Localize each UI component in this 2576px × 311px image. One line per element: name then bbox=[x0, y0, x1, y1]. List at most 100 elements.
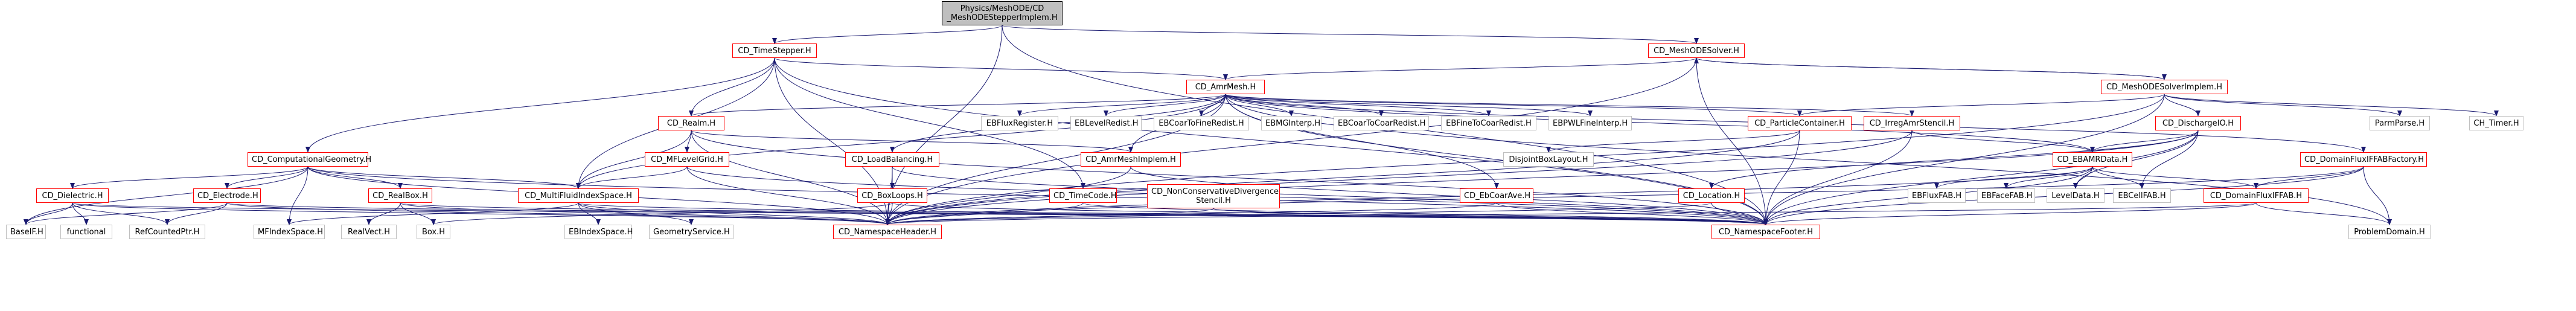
edge-mflevelgrid-to-multifluidindexspace bbox=[576, 166, 688, 189]
node-dischargeio[interactable]: CD_DischargeIO.H bbox=[2155, 116, 2241, 130]
node-ebfinetocoarredist[interactable]: EBFineToCoarRedist.H bbox=[1441, 116, 1536, 130]
node-ebcellfab[interactable]: EBCellFAB.H bbox=[2113, 188, 2171, 203]
edge-realm-to-amrmeshimplem bbox=[691, 130, 1133, 153]
node-timestepper[interactable]: CD_TimeStepper.H bbox=[732, 43, 817, 58]
node-box[interactable]: Box.H bbox=[417, 225, 450, 239]
edge-amrmesh-to-ebmginterp bbox=[1225, 94, 1294, 117]
edge-root-to-timestepper bbox=[772, 25, 1003, 44]
node-boxloops[interactable]: CD_BoxLoops.H bbox=[857, 188, 927, 203]
node-label: LevelData.H bbox=[2051, 191, 2100, 200]
node-particlecontainer[interactable]: CD_ParticleContainer.H bbox=[1748, 116, 1852, 130]
edge-ebcoarave-to-namespaceheader bbox=[885, 202, 1497, 225]
node-label: CD_MeshODESolverImplem.H bbox=[2106, 83, 2223, 92]
node-realbox[interactable]: CD_RealBox.H bbox=[368, 188, 432, 203]
node-label: EBFineToCoarRedist.H bbox=[1446, 119, 1532, 128]
edge-ebamrdata-to-ebfacefab bbox=[2004, 166, 2093, 189]
edge-dischargeio-to-namespacefooter bbox=[1763, 130, 2199, 225]
edge-timestepper-to-computationalgeometry bbox=[305, 57, 775, 153]
node-eblevelredist[interactable]: EBLevelRedist.H bbox=[1070, 116, 1142, 130]
node-mflevelgrid[interactable]: CD_MFLevelGrid.H bbox=[645, 152, 729, 167]
edge-ebamrdata-to-domainfluxiffab bbox=[2092, 166, 2258, 189]
node-leveldata[interactable]: LevelData.H bbox=[2047, 188, 2105, 203]
node-amrmesh[interactable]: CD_AmrMesh.H bbox=[1186, 80, 1265, 94]
edge-multifluidindexspace-to-geometryservice bbox=[578, 202, 694, 225]
node-ebcoartofineredist[interactable]: EBCoarToFineRedist.H bbox=[1154, 116, 1249, 130]
node-label: EBFluxRegister.H bbox=[986, 119, 1053, 128]
edge-meshodesolverimplem-to-parmparse bbox=[2164, 94, 2402, 117]
edge-meshodesolver-to-namespaceheader bbox=[885, 57, 1697, 225]
edge-amrmeshimplem-to-namespacefooter bbox=[1130, 166, 1768, 225]
node-ebamrdata[interactable]: CD_EBAMRData.H bbox=[2053, 152, 2132, 167]
node-meshodesolver[interactable]: CD_MeshODESolver.H bbox=[1648, 43, 1745, 58]
node-realvect[interactable]: RealVect.H bbox=[341, 225, 397, 239]
node-timecode[interactable]: CD_TimeCode.H bbox=[1049, 188, 1117, 203]
node-label: EBMGInterp.H bbox=[1265, 119, 1321, 128]
edge-realm-to-multifluidindexspace bbox=[576, 130, 692, 189]
edge-root-to-meshodesolver bbox=[1002, 25, 1699, 44]
node-label: GeometryService.H bbox=[653, 228, 730, 237]
node-ebindexspace[interactable]: EBIndexSpace.H bbox=[564, 225, 633, 239]
node-namespaceheader[interactable]: CD_NamespaceHeader.H bbox=[833, 225, 942, 239]
node-ebcoarave[interactable]: CD_EbCoarAve.H bbox=[1460, 188, 1533, 203]
node-namespacefooter[interactable]: CD_NamespaceFooter.H bbox=[1711, 225, 1820, 239]
node-domainfluxiffab[interactable]: CD_DomainFluxIFFAB.H bbox=[2204, 188, 2309, 203]
edge-meshodesolver-to-amrmesh bbox=[1223, 57, 1697, 80]
node-domainfluxiffabfactory[interactable]: CD_DomainFluxIFFABFactory.H bbox=[2300, 152, 2427, 167]
node-computationalgeometry[interactable]: CD_ComputationalGeometry.H bbox=[248, 152, 371, 167]
node-label: CD_AmrMeshImplem.H bbox=[1085, 155, 1176, 164]
node-ebfluxregister[interactable]: EBFluxRegister.H bbox=[981, 116, 1058, 130]
edge-realm-to-namespaceheader bbox=[691, 130, 890, 225]
node-ebpwlfineinterp[interactable]: EBPWLFineInterp.H bbox=[1548, 116, 1632, 130]
node-label: CD_DischargeIO.H bbox=[2162, 119, 2234, 128]
node-ebcoartocoarredist[interactable]: EBCoarToCoarRedist.H bbox=[1334, 116, 1429, 130]
edge-computationalgeometry-to-baseif bbox=[24, 166, 308, 225]
node-irregamrstencil[interactable]: CD_IrregAmrStencil.H bbox=[1864, 116, 1960, 130]
node-ebfluxfab[interactable]: EBFluxFAB.H bbox=[1908, 188, 1966, 203]
node-location[interactable]: CD_Location.H bbox=[1678, 188, 1745, 203]
node-meshodesolverimplem[interactable]: CD_MeshODESolverImplem.H bbox=[2101, 80, 2228, 94]
node-label: BaseIF.H bbox=[10, 228, 43, 237]
node-label: CD_NamespaceHeader.H bbox=[838, 228, 937, 237]
node-label: CD_BoxLoops.H bbox=[861, 191, 923, 200]
node-chtimer[interactable]: CH_Timer.H bbox=[2469, 116, 2523, 130]
node-electrode[interactable]: CD_Electrode.H bbox=[193, 188, 261, 203]
node-realm[interactable]: CD_Realm.H bbox=[658, 116, 724, 130]
node-mfindexspace[interactable]: MFIndexSpace.H bbox=[254, 225, 325, 239]
node-refcountedptr[interactable]: RefCountedPtr.H bbox=[129, 225, 205, 239]
node-label: Stencil.H bbox=[1196, 196, 1231, 205]
node-parmparse[interactable]: ParmParse.H bbox=[2370, 116, 2430, 130]
edge-particlecontainer-to-namespacefooter bbox=[1763, 130, 1800, 225]
node-label: CD_Electrode.H bbox=[197, 191, 258, 200]
node-root: Physics/MeshODE/CD_MeshODEStepperImplem.… bbox=[942, 1, 1063, 25]
node-label: EBFaceFAB.H bbox=[1981, 191, 2033, 200]
node-loadbalancing[interactable]: CD_LoadBalancing.H bbox=[845, 152, 939, 167]
node-problemdomain[interactable]: ProblemDomain.H bbox=[2348, 225, 2431, 239]
node-label: CD_Location.H bbox=[1683, 191, 1740, 200]
edge-amrmesh-to-eblevelredist bbox=[1104, 94, 1226, 117]
node-ebfacefab[interactable]: EBFaceFAB.H bbox=[1977, 188, 2035, 203]
node-multifluidindexspace[interactable]: CD_MultiFluidIndexSpace.H bbox=[518, 188, 639, 203]
edge-meshodesolverimplem-to-dischargeio bbox=[2164, 94, 2200, 117]
edge-timestepper-to-timecode bbox=[774, 57, 1085, 189]
edge-irregamrstencil-to-namespacefooter bbox=[1763, 130, 1913, 225]
node-functional[interactable]: functional bbox=[60, 225, 112, 239]
node-amrmeshimplem[interactable]: CD_AmrMeshImplem.H bbox=[1081, 152, 1181, 167]
node-dielectric[interactable]: CD_Dielectric.H bbox=[36, 188, 109, 203]
edge-amrmesh-to-ebfinetocoarredist bbox=[1225, 94, 1491, 117]
node-label: EBIndexSpace.H bbox=[569, 228, 633, 237]
node-label: EBCellFAB.H bbox=[2118, 191, 2166, 200]
edge-domainfluxiffab-to-problemdomain bbox=[2255, 202, 2392, 225]
edge-location-to-namespaceheader bbox=[885, 202, 1712, 225]
node-baseif[interactable]: BaseIF.H bbox=[6, 225, 46, 239]
edge-domainfluxiffab-to-namespaceheader bbox=[886, 202, 2257, 225]
edge-timecode-to-namespaceheader bbox=[885, 202, 1084, 225]
node-geometryservice[interactable]: GeometryService.H bbox=[649, 225, 733, 239]
edge-meshodesolverimplem-to-namespacefooter bbox=[1763, 94, 2165, 225]
node-label: RealVect.H bbox=[347, 228, 391, 237]
edge-dischargeio-to-leveldata bbox=[2073, 130, 2199, 189]
node-disjointboxlayout[interactable]: DisjointBoxLayout.H bbox=[1503, 152, 1594, 167]
node-label: CD_EBAMRData.H bbox=[2057, 155, 2128, 164]
node-ebmginterp[interactable]: EBMGInterp.H bbox=[1261, 116, 1322, 130]
edge-computationalgeometry-to-electrode bbox=[225, 166, 308, 189]
